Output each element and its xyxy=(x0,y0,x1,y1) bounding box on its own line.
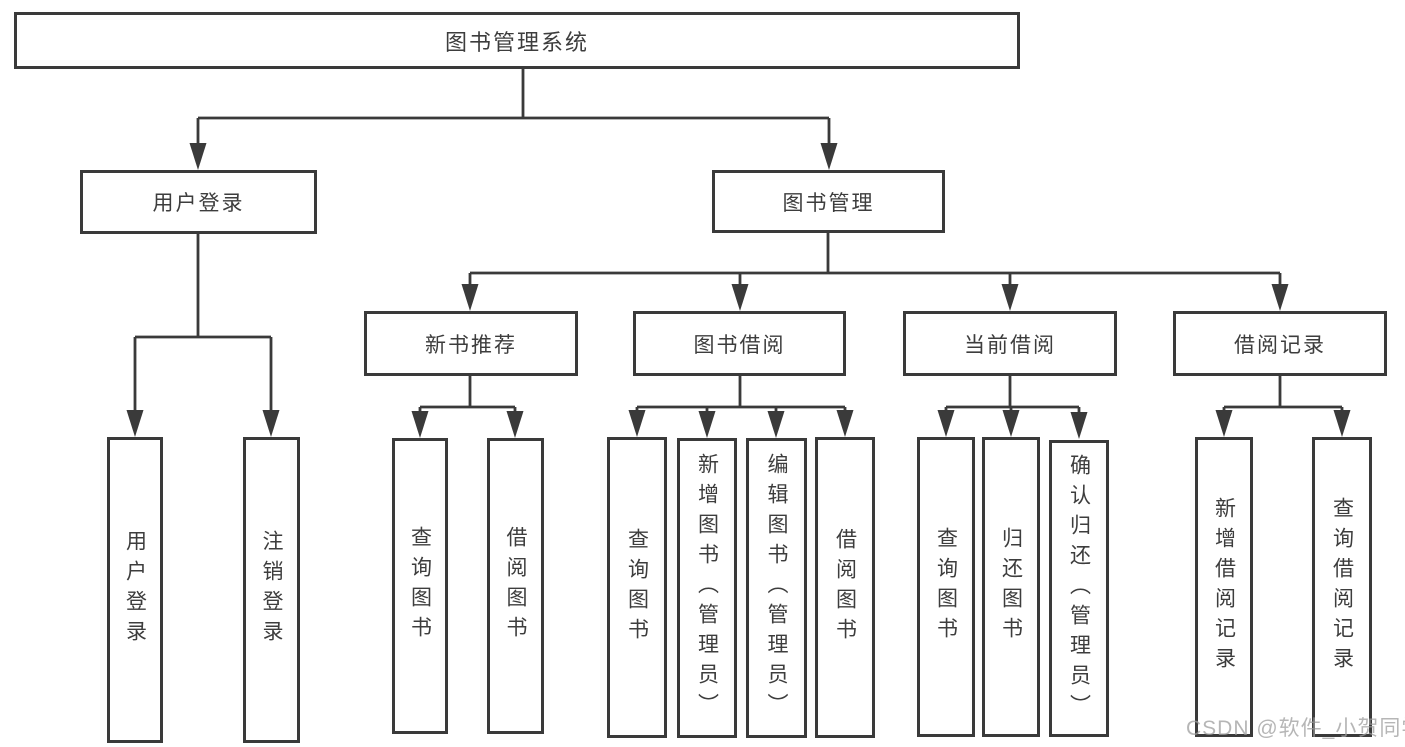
leaf-borrow-add-books-admin: 新增图书（管理员） xyxy=(677,438,737,738)
node-user-login: 用户登录 xyxy=(80,170,317,234)
node-root-library-system: 图书管理系统 xyxy=(14,12,1020,69)
node-new-book-recommend: 新书推荐 xyxy=(364,311,578,376)
leaf-record-query-borrow-record: 查询借阅记录 xyxy=(1312,437,1372,737)
connector-current-borrow-children xyxy=(937,376,1088,439)
leaf-logout: 注销登录 xyxy=(243,437,300,743)
leaf-record-add-borrow-record: 新增借阅记录 xyxy=(1195,437,1253,737)
node-borrow-records: 借阅记录 xyxy=(1173,311,1387,376)
leaf-current-confirm-return-admin: 确认归还（管理员） xyxy=(1049,440,1109,737)
connector-book-mgmt-children xyxy=(461,233,1289,311)
connector-new-book-children xyxy=(411,376,524,438)
node-book-borrowing: 图书借阅 xyxy=(633,311,846,376)
connector-borrow-record-children xyxy=(1215,376,1351,437)
csdn-watermark: CSDN @软件_小贺同学 xyxy=(1186,717,1405,740)
leaf-current-query-books: 查询图书 xyxy=(917,437,975,737)
leaf-borrow-borrow-books: 借阅图书 xyxy=(815,437,875,738)
connector-user-login-children xyxy=(126,234,280,437)
node-current-borrowing: 当前借阅 xyxy=(903,311,1117,376)
leaf-user-login: 用户登录 xyxy=(107,437,163,743)
connector-root-to-level2 xyxy=(189,69,838,170)
leaf-newbook-borrow-books: 借阅图书 xyxy=(487,438,544,734)
node-book-management: 图书管理 xyxy=(712,170,945,233)
leaf-borrow-query-books: 查询图书 xyxy=(607,437,667,738)
leaf-current-return-books: 归还图书 xyxy=(982,437,1040,737)
leaf-borrow-edit-books-admin: 编辑图书（管理员） xyxy=(746,438,807,738)
leaf-newbook-query-books: 查询图书 xyxy=(392,438,448,734)
connector-book-borrow-children xyxy=(628,376,854,438)
